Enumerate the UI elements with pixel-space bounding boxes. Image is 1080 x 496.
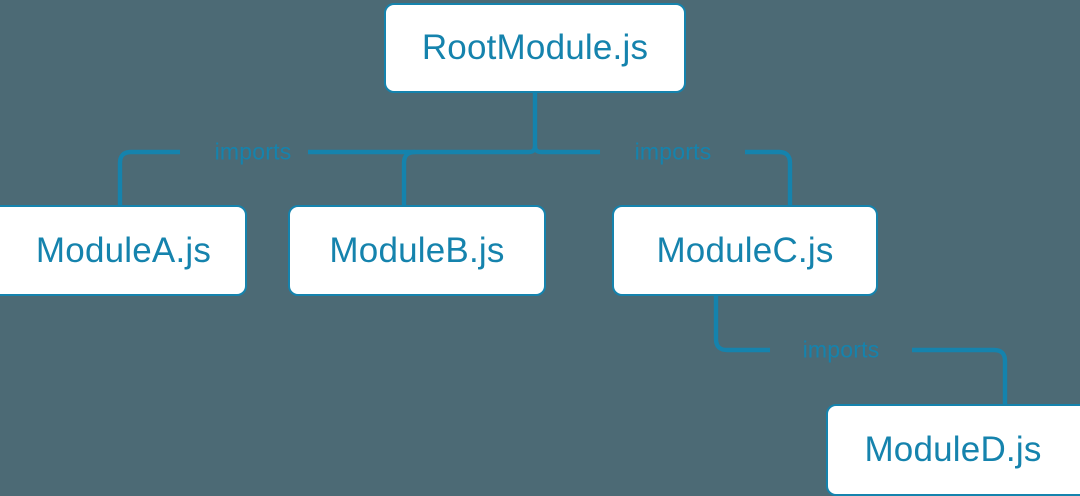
node-moduleb-label: ModuleB.js [329, 230, 505, 270]
edge-label-root-to-modulea: imports [214, 138, 292, 165]
node-moduled-label: ModuleD.js [864, 430, 1042, 469]
edge-root-to-modulec-bus-right [745, 149, 793, 205]
edge-label-root-to-modulec: imports [634, 138, 712, 165]
edge-modulec-to-moduled-left [713, 296, 770, 353]
node-modulea-label: ModuleA.js [35, 230, 212, 270]
edge-root-stem [532, 93, 542, 155]
node-modulec-label: ModuleC.js [656, 230, 834, 270]
edge-root-to-modulea-bus-left [117, 149, 180, 205]
edge-root-stem-left [528, 145, 538, 155]
edge-label-modulec-to-moduled: imports [802, 336, 880, 363]
node-rootmodule[interactable]: RootModule.js [384, 3, 686, 93]
node-moduled[interactable]: ModuleD.js [826, 404, 1080, 496]
node-modulec[interactable]: ModuleC.js [612, 205, 878, 296]
edge-modulec-to-moduled-right [912, 347, 1008, 404]
node-rootmodule-label: RootModule.js [421, 28, 649, 67]
edge-root-to-moduleb [401, 149, 416, 205]
node-moduleb[interactable]: ModuleB.js [288, 205, 546, 296]
node-modulea[interactable]: ModuleA.js [0, 205, 247, 296]
